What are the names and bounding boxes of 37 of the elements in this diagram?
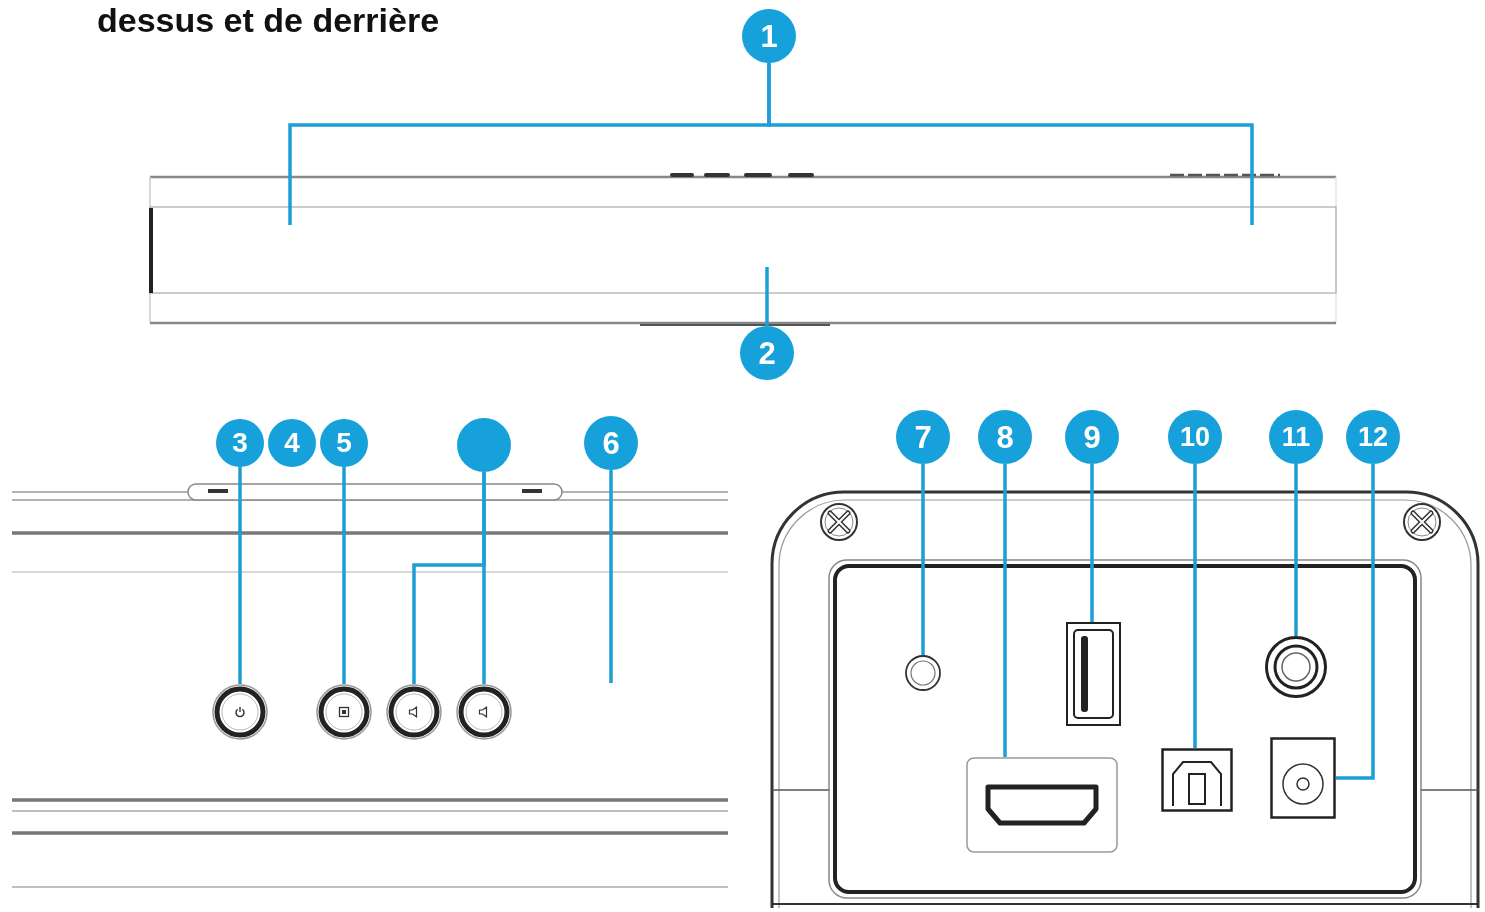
leader-line bbox=[1090, 464, 1094, 622]
callout-number: 6 bbox=[584, 416, 638, 470]
dc-power-jack bbox=[1270, 737, 1336, 819]
leader-line bbox=[921, 464, 925, 655]
leader-line bbox=[1336, 464, 1375, 780]
page-title: dessus et de derrière bbox=[97, 2, 440, 40]
callout-number: 9 bbox=[1065, 410, 1119, 464]
callout-number: 4 bbox=[268, 419, 316, 467]
callout-number: 12 bbox=[1346, 410, 1400, 464]
hdmi-port bbox=[966, 757, 1118, 853]
callout-number: 11 bbox=[1269, 410, 1323, 464]
callout-number: 10 bbox=[1168, 410, 1222, 464]
leader-line bbox=[765, 267, 769, 326]
usb-port bbox=[1066, 622, 1121, 726]
leader-line bbox=[767, 63, 1254, 225]
leader-line bbox=[238, 467, 242, 684]
soundbar-drawing bbox=[148, 172, 1338, 328]
leader-line bbox=[1193, 464, 1197, 748]
leader-line bbox=[609, 470, 613, 683]
callout-number: 7 bbox=[896, 410, 950, 464]
leader-line bbox=[1003, 464, 1007, 757]
push-button bbox=[316, 684, 372, 740]
leader-line bbox=[342, 467, 346, 684]
callout-circle bbox=[457, 418, 511, 472]
round-port bbox=[905, 655, 941, 691]
push-button bbox=[386, 684, 442, 740]
callout-number: 8 bbox=[978, 410, 1032, 464]
optical-port bbox=[1161, 748, 1233, 812]
callout-number: 5 bbox=[320, 419, 368, 467]
push-button bbox=[212, 684, 268, 740]
leader-line bbox=[482, 472, 486, 684]
audio-jack bbox=[1265, 636, 1327, 698]
leader-line bbox=[1294, 464, 1298, 636]
callout-number: 1 bbox=[742, 9, 796, 63]
push-button bbox=[456, 684, 512, 740]
callout-number: 3 bbox=[216, 419, 264, 467]
callout-number: 2 bbox=[740, 326, 794, 380]
